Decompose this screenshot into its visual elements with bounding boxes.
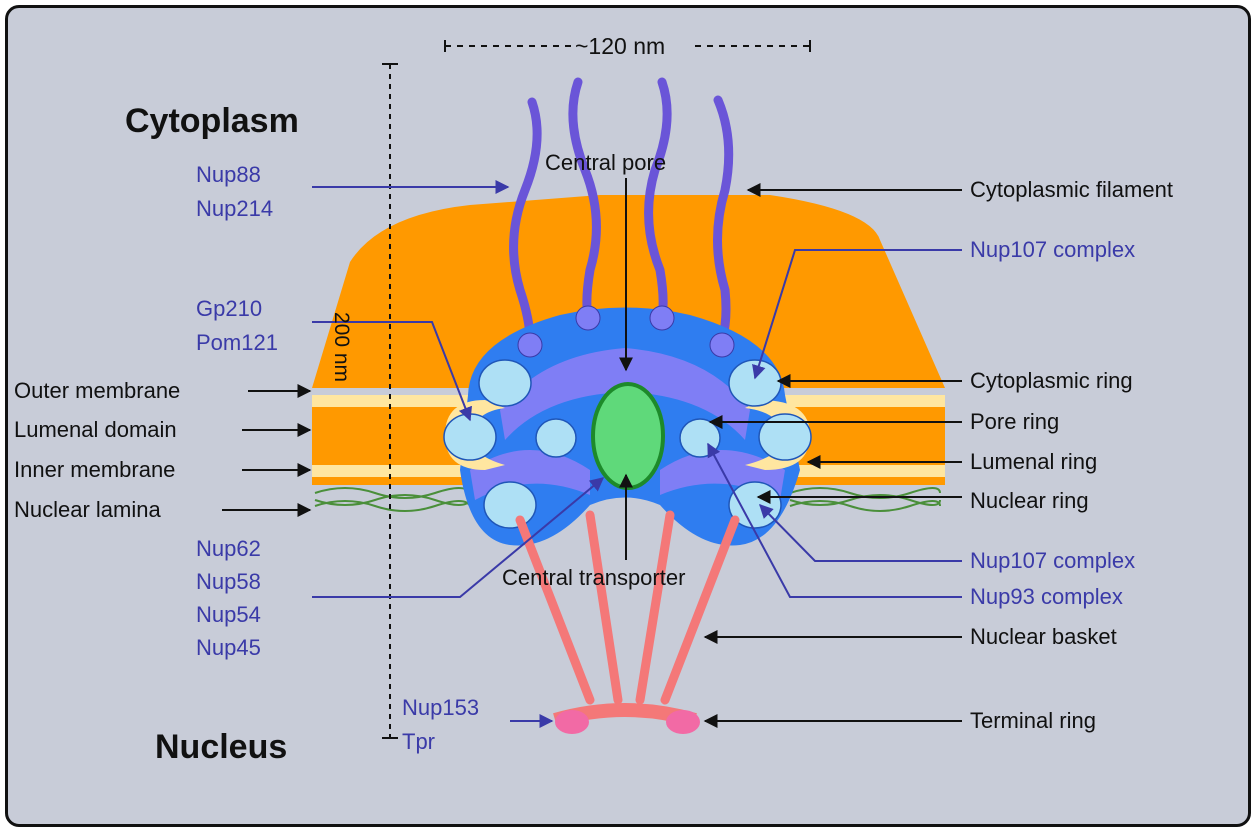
nup45-label: Nup45 xyxy=(196,637,261,659)
pore-ring-label: Pore ring xyxy=(970,411,1059,433)
nucleus-label: Nucleus xyxy=(155,730,287,764)
nup88-label: Nup88 xyxy=(196,164,261,186)
nuclear-ring-label: Nuclear ring xyxy=(970,490,1089,512)
cytoplasmic-filament-label: Cytoplasmic filament xyxy=(970,179,1173,201)
nup107-complex-top-label: Nup107 complex xyxy=(970,239,1135,261)
nup93-complex-label: Nup93 complex xyxy=(970,586,1123,608)
terminal-ring-right xyxy=(666,710,700,734)
central-transporter-label: Central transporter xyxy=(502,567,685,589)
gp210-label: Gp210 xyxy=(196,298,262,320)
nup58-label: Nup58 xyxy=(196,571,261,593)
lumenal-ring-label: Lumenal ring xyxy=(970,451,1097,473)
nup153-label: Nup153 xyxy=(402,697,479,719)
terminal-ring-label: Terminal ring xyxy=(970,710,1096,732)
nuclear-basket-label: Nuclear basket xyxy=(970,626,1117,648)
terminal-ring-left xyxy=(555,710,589,734)
width-dimension-label: ~120 nm xyxy=(575,35,665,58)
cytoplasmic-ring-label: Cytoplasmic ring xyxy=(970,370,1133,392)
nup214-label: Nup214 xyxy=(196,198,273,220)
tpr-label: Tpr xyxy=(402,731,435,753)
nuclear-lamina-label: Nuclear lamina xyxy=(14,499,161,521)
cytoplasm-label: Cytoplasm xyxy=(125,104,299,138)
central-transporter xyxy=(593,384,663,488)
pom121-label: Pom121 xyxy=(196,332,278,354)
left-black-pointers xyxy=(222,391,310,510)
inner-membrane-label: Inner membrane xyxy=(14,459,175,481)
outer-membrane-label: Outer membrane xyxy=(14,380,180,402)
nup107-complex-bottom-label: Nup107 complex xyxy=(970,550,1135,572)
nup54-label: Nup54 xyxy=(196,604,261,626)
central-pore-label: Central pore xyxy=(545,152,666,174)
height-dimension-label: 200 nm xyxy=(331,312,352,382)
nup62-label: Nup62 xyxy=(196,538,261,560)
lumenal-domain-label: Lumenal domain xyxy=(14,419,177,441)
nuclear-basket xyxy=(520,515,735,700)
